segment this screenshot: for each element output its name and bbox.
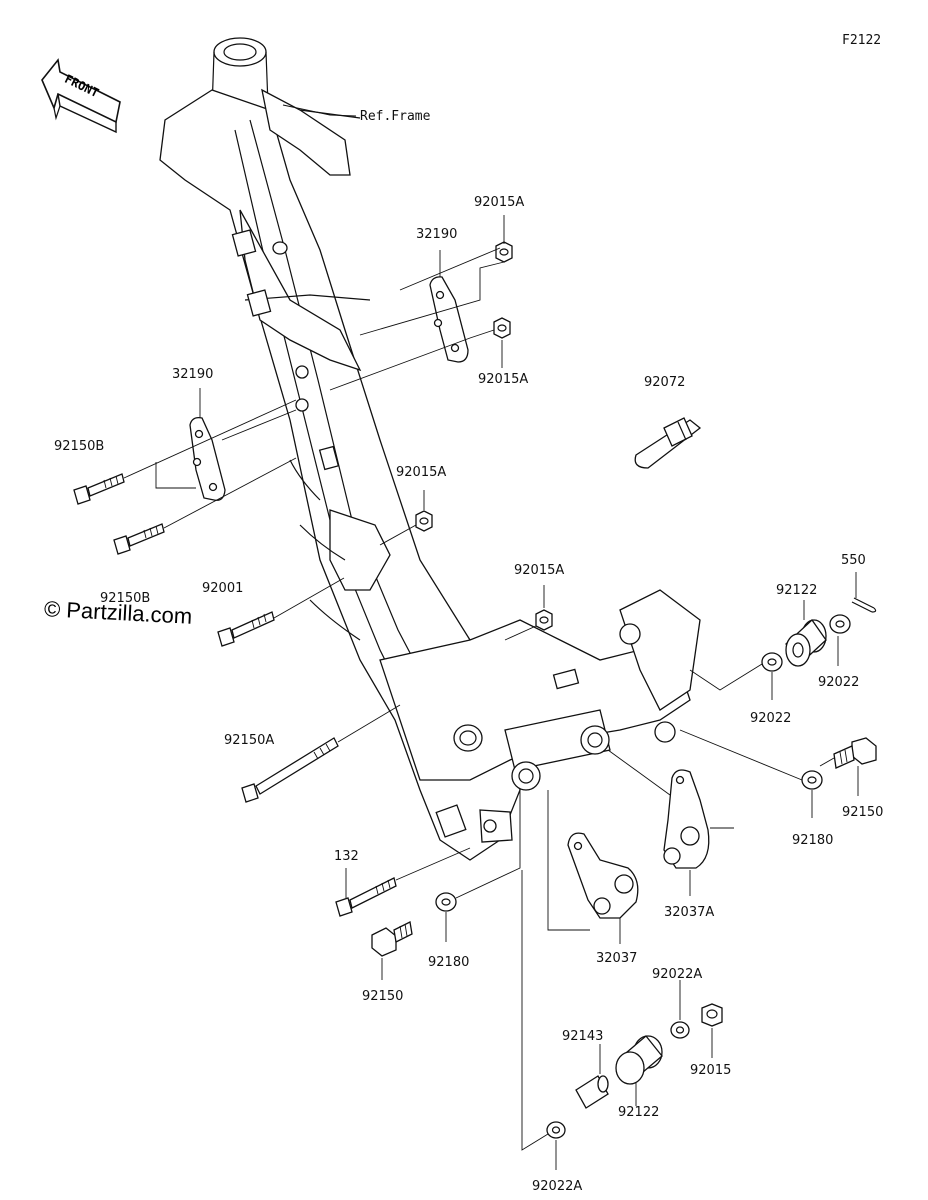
bolt-92150-right	[833, 737, 877, 769]
part-label-92122-bottom[interactable]: 92122	[618, 1105, 660, 1120]
part-label-550[interactable]: 550	[841, 553, 866, 568]
part-label-92072[interactable]: 92072	[644, 375, 686, 390]
nut-92015A-top	[495, 241, 513, 263]
bracket-32190-left	[189, 417, 226, 501]
nut-92015	[701, 1003, 723, 1027]
washer-92180-left	[435, 892, 457, 912]
part-label-92015A-center[interactable]: 92015A	[396, 465, 447, 480]
part-label-92143[interactable]: 92143	[562, 1029, 604, 1044]
sleeve-92143	[575, 1075, 609, 1109]
washer-92022-right	[829, 614, 851, 634]
nut-92015A-mid	[493, 317, 511, 339]
part-label-92015A-lower[interactable]: 92015A	[514, 563, 565, 578]
bolt-92001	[217, 611, 275, 647]
part-label-92180-left[interactable]: 92180	[428, 955, 470, 970]
diagram-code: F2122	[842, 33, 882, 48]
part-label-32037[interactable]: 32037	[596, 951, 638, 966]
nut-92015A-lower	[535, 609, 553, 631]
strap-92072	[634, 417, 702, 469]
motorcycle-frame	[159, 37, 701, 861]
washer-92022-left	[761, 652, 783, 672]
leader-lines	[123, 104, 859, 1170]
collar-92122-bottom	[615, 1035, 663, 1085]
part-label-32190-top[interactable]: 32190	[416, 227, 458, 242]
part-label-92150-right[interactable]: 92150	[842, 805, 884, 820]
washer-92180-right	[801, 770, 823, 790]
bolt-92150-left	[371, 921, 413, 957]
part-label-92022-right[interactable]: 92022	[818, 675, 860, 690]
bolt-92150B-lower	[113, 523, 165, 555]
part-label-92022A-bottom[interactable]: 92022A	[532, 1179, 583, 1194]
part-label-32190-left[interactable]: 32190	[172, 367, 214, 382]
part-label-92180-right[interactable]: 92180	[792, 833, 834, 848]
bolt-132	[335, 877, 397, 917]
part-label-92150B-upper[interactable]: 92150B	[54, 439, 105, 454]
part-label-92022-left[interactable]: 92022	[750, 711, 792, 726]
washer-92022A-bottom	[546, 1121, 566, 1139]
part-label-32037A[interactable]: 32037A	[664, 905, 715, 920]
bracket-32037	[567, 832, 639, 919]
part-label-92150-left[interactable]: 92150	[362, 989, 404, 1004]
part-label-92015A-mid[interactable]: 92015A	[478, 372, 529, 387]
part-label-92022A-top[interactable]: 92022A	[652, 967, 703, 982]
washer-92022A-top	[670, 1021, 690, 1039]
part-label-92015[interactable]: 92015	[690, 1063, 732, 1078]
front-direction-arrow-icon: FRONT	[41, 58, 121, 134]
bracket-32037A	[663, 769, 710, 869]
part-label-92150A[interactable]: 92150A	[224, 733, 275, 748]
bolt-92150A	[241, 737, 339, 803]
ref-frame-label: Ref.Frame	[360, 109, 431, 124]
collar-92122-right	[785, 619, 827, 667]
part-label-92015A-top[interactable]: 92015A	[474, 195, 525, 210]
bracket-32190-upper	[429, 276, 469, 363]
nut-92015A-center	[415, 510, 433, 532]
part-label-132[interactable]: 132	[334, 849, 359, 864]
part-label-92001[interactable]: 92001	[202, 581, 244, 596]
pin-550	[851, 597, 877, 613]
part-label-92122-right[interactable]: 92122	[776, 583, 818, 598]
bolt-92150B-upper	[73, 473, 125, 505]
part-label-92150B-lower[interactable]: 92150B	[100, 591, 151, 606]
